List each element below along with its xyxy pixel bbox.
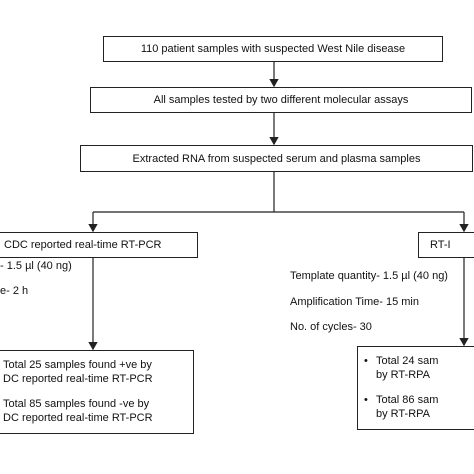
left-results-box: Total 25 samples found +ve by DC reporte… [0, 350, 194, 434]
right-result-positive-line1: Total 24 sam [376, 355, 439, 367]
left-result-negative-line1: Total 85 samples found -ve by [3, 398, 150, 410]
left-result-positive-line2: DC reported real-time RT-PCR [3, 373, 153, 385]
right-result-bullet-2: • [364, 394, 368, 406]
right-result-bullet-1: • [364, 355, 368, 367]
right-param-time: Amplification Time- 15 min [290, 296, 419, 308]
step2-box: All samples tested by two different mole… [90, 87, 472, 113]
left-param-quantity: - 1.5 µl (40 ng) [0, 260, 72, 272]
left-method-title: CDC reported real-time RT-PCR [4, 239, 162, 251]
step3-text: Extracted RNA from suspected serum and p… [132, 152, 421, 165]
right-results-box: • Total 24 sam by RT-RPA • Total 86 sam … [357, 346, 474, 430]
left-result-positive-line1: Total 25 samples found +ve by [3, 359, 152, 371]
right-result-negative-line1: Total 86 sam [376, 394, 439, 406]
right-param-quantity: Template quantity- 1.5 µl (40 ng) [290, 270, 448, 282]
right-result-negative-line2: by RT-RPA [376, 408, 430, 420]
step1-text: 110 patient samples with suspected West … [140, 43, 406, 55]
right-method-box: RT-I [418, 232, 474, 258]
left-param-time: e- 2 h [0, 285, 29, 297]
left-result-negative-line2: DC reported real-time RT-PCR [3, 412, 153, 424]
right-method-title: RT-I [430, 239, 451, 251]
step1-box: 110 patient samples with suspected West … [103, 36, 443, 62]
left-method-box: CDC reported real-time RT-PCR [0, 232, 198, 258]
right-result-positive-line2: by RT-RPA [376, 369, 430, 381]
right-param-cycles: No. of cycles- 30 [290, 321, 372, 333]
step2-text: All samples tested by two different mole… [153, 94, 409, 106]
step3-box: Extracted RNA from suspected serum and p… [80, 145, 473, 172]
